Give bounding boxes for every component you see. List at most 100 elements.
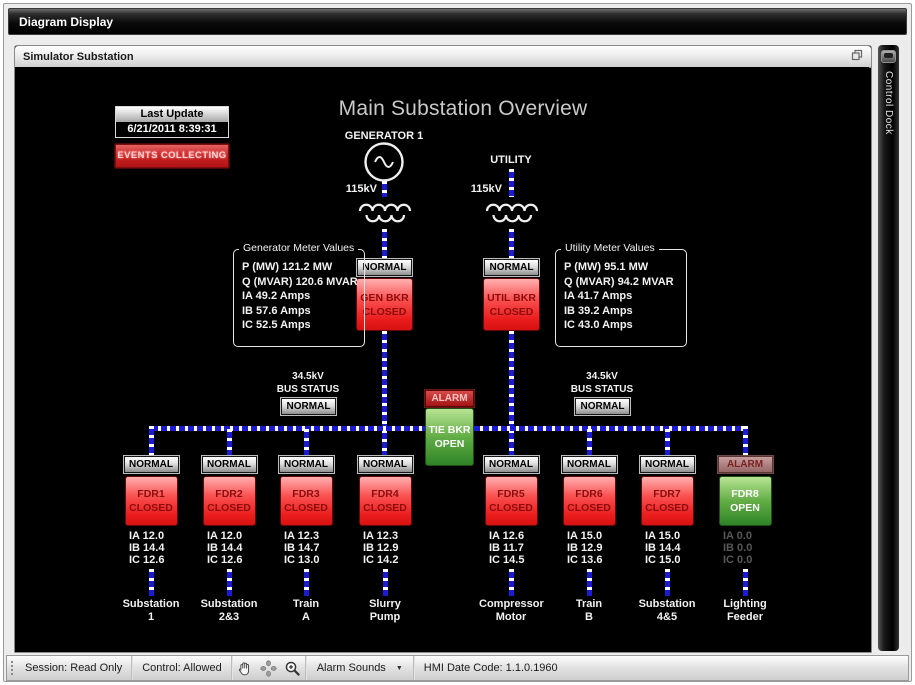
utility-kv-label: 115kV bbox=[470, 183, 502, 195]
feeder-load-line bbox=[303, 569, 309, 596]
feeder-load-line bbox=[586, 569, 592, 596]
feeder-drop-line-3 bbox=[304, 429, 309, 456]
feeder-status-badge: NORMAL bbox=[639, 456, 695, 473]
generator-label: GENERATOR 1 bbox=[344, 130, 424, 142]
last-update-label: Last Update bbox=[116, 107, 228, 122]
generator-transformer-icon bbox=[357, 196, 413, 235]
utility-meter-q: Q (MVAR) 94.2 MVAR bbox=[564, 275, 674, 288]
toolbar-grip-handle[interactable] bbox=[11, 661, 13, 675]
feeder-name: FDR2 bbox=[215, 488, 243, 500]
feeder-breaker-button[interactable]: FDR7 CLOSED bbox=[640, 476, 694, 526]
feeder-state: CLOSED bbox=[129, 502, 173, 514]
utility-meter-box: Utility Meter Values P (MW) 95.1 MW Q (M… bbox=[555, 242, 687, 347]
bus-line-right bbox=[471, 426, 748, 431]
simulator-substation-panel: Simulator Substation Main Substation Ove… bbox=[14, 45, 872, 653]
feeder-breaker-button[interactable]: FDR2 CLOSED bbox=[202, 476, 256, 526]
utility-line-lower bbox=[509, 229, 514, 259]
utility-meter-ic: IC 43.0 Amps bbox=[564, 319, 633, 331]
bus-line-left bbox=[149, 426, 429, 431]
session-status: Session: Read Only bbox=[25, 662, 123, 674]
left-bus-status-badge: NORMAL bbox=[281, 398, 336, 415]
feeder-state: CLOSED bbox=[284, 502, 328, 514]
panel-header: Simulator Substation bbox=[15, 46, 871, 68]
feeder-name: FDR1 bbox=[137, 488, 165, 500]
hmi-date-code: HMI Date Code: 1.1.0.1960 bbox=[423, 662, 558, 674]
feeder-state: CLOSED bbox=[363, 502, 407, 514]
generator-meter-box: Generator Meter Values P (MW) 121.2 MW Q… bbox=[233, 242, 365, 347]
dock-pin-icon[interactable] bbox=[881, 50, 896, 63]
generator-meter-q: Q (MVAR) 120.6 MVAR bbox=[242, 275, 358, 288]
generator-breaker-button[interactable]: GEN BKR CLOSED bbox=[356, 278, 413, 331]
restore-window-icon[interactable] bbox=[851, 49, 863, 64]
feeder-status-badge: NORMAL bbox=[278, 456, 334, 473]
utility-meter-legend: Utility Meter Values bbox=[561, 242, 659, 254]
right-bus-status-badge: NORMAL bbox=[575, 398, 630, 415]
chevron-down-icon: ▼ bbox=[395, 664, 403, 672]
control-dock-label: Control Dock bbox=[883, 71, 894, 135]
feeder-state: CLOSED bbox=[567, 502, 611, 514]
tie-breaker-state: OPEN bbox=[434, 438, 465, 450]
feeder-status-badge: NORMAL bbox=[201, 456, 257, 473]
generator-line-lower bbox=[382, 229, 387, 259]
utility-transformer-icon bbox=[484, 196, 540, 235]
application-window: Diagram Display Simulator Substation Mai… bbox=[3, 3, 912, 682]
feeder-breaker-button[interactable]: FDR1 CLOSED bbox=[124, 476, 178, 526]
right-bus-label: BUS STATUS bbox=[570, 384, 634, 395]
zoom-in-icon[interactable] bbox=[281, 658, 305, 678]
generator-symbol-icon bbox=[364, 141, 404, 188]
feeder-status-badge: NORMAL bbox=[357, 456, 413, 473]
events-collecting-button[interactable]: EVENTS COLLECTING bbox=[115, 144, 229, 168]
diagram-title: Main Substation Overview bbox=[338, 97, 588, 120]
tie-breaker-name: TIE BKR bbox=[428, 424, 471, 436]
control-dock-tab[interactable]: Control Dock bbox=[878, 45, 899, 651]
feeder-breaker-button[interactable]: FDR3 CLOSED bbox=[279, 476, 333, 526]
feeder-state: CLOSED bbox=[489, 502, 533, 514]
alarm-sounds-dropdown[interactable]: Alarm Sounds ▼ bbox=[307, 662, 413, 674]
move-view-icon[interactable] bbox=[257, 658, 281, 678]
feeder-load-line bbox=[742, 569, 748, 596]
feeder-status-badge: NORMAL bbox=[483, 456, 539, 473]
pan-hand-icon[interactable] bbox=[233, 658, 257, 678]
feeder-breaker-button[interactable]: FDR6 CLOSED bbox=[562, 476, 616, 526]
feeder-breaker-button[interactable]: FDR4 CLOSED bbox=[358, 476, 412, 526]
generator-meter-ib: IB 57.6 Amps bbox=[242, 304, 311, 317]
feeder-name: FDR3 bbox=[292, 488, 320, 500]
generator-line-upper bbox=[382, 181, 387, 197]
utility-label: UTILITY bbox=[490, 154, 532, 166]
utility-meter-ia: IA 41.7 Amps bbox=[564, 290, 633, 302]
utility-breaker-button[interactable]: UTIL BKR CLOSED bbox=[483, 278, 540, 331]
utility-line-upper bbox=[509, 169, 514, 197]
left-bus-label: BUS STATUS bbox=[276, 384, 340, 395]
window-title: Diagram Display bbox=[19, 14, 114, 29]
feeder-name: FDR8 bbox=[731, 488, 759, 500]
generator-meter-ic: IC 52.5 Amps bbox=[242, 319, 311, 331]
utility-meter-p: P (MW) 95.1 MW bbox=[564, 261, 649, 273]
generator-meter-legend: Generator Meter Values bbox=[239, 242, 359, 254]
feeder-drop-line-8 bbox=[743, 426, 748, 456]
generator-meter-ia: IA 49.2 Amps bbox=[242, 290, 311, 302]
window-title-bar: Diagram Display bbox=[8, 8, 907, 35]
control-status: Control: Allowed bbox=[142, 662, 222, 674]
feeder-breaker-button[interactable]: FDR8 OPEN bbox=[718, 476, 772, 526]
utility-breaker-state: CLOSED bbox=[489, 305, 534, 318]
feeder-status-badge: NORMAL bbox=[123, 456, 179, 473]
tie-breaker-button[interactable]: TIE BKR OPEN bbox=[425, 408, 474, 466]
generator-breaker-status-badge: NORMAL bbox=[357, 259, 412, 276]
generator-breaker-name: GEN BKR bbox=[360, 291, 409, 304]
tie-breaker-status-badge: ALARM bbox=[425, 390, 474, 407]
feeder-drop-line-7 bbox=[665, 429, 670, 456]
generator-to-bus-line bbox=[382, 331, 387, 456]
feeder-breaker-button[interactable]: FDR5 CLOSED bbox=[484, 476, 538, 526]
last-update-timestamp: 6/21/2011 8:39:31 bbox=[127, 123, 217, 135]
